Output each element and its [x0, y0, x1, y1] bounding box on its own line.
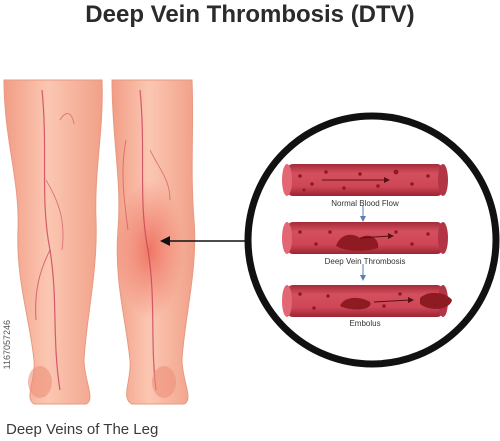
- inflammation-area: [116, 180, 184, 320]
- right-leg: [111, 79, 196, 405]
- vessel-dvt: [282, 222, 448, 254]
- page-title: Deep Vein Thrombosis (DTV): [85, 1, 415, 28]
- embolus-clot: [420, 292, 452, 309]
- vessel-embolus: [282, 285, 452, 317]
- label-embolus: Embolus: [349, 319, 381, 328]
- stock-id-watermark: 1167057246: [2, 320, 12, 370]
- left-leg: [3, 79, 103, 405]
- vessel-normal: [282, 164, 448, 196]
- blood-clot: [336, 234, 379, 251]
- caption-deep-veins: Deep Veins of The Leg: [6, 421, 159, 438]
- label-deep-vein-thrombosis: Deep Vein Thrombosis: [324, 257, 406, 266]
- label-normal-blood-flow: Normal Blood Flow: [331, 199, 399, 208]
- pointer-arrow: [160, 236, 254, 246]
